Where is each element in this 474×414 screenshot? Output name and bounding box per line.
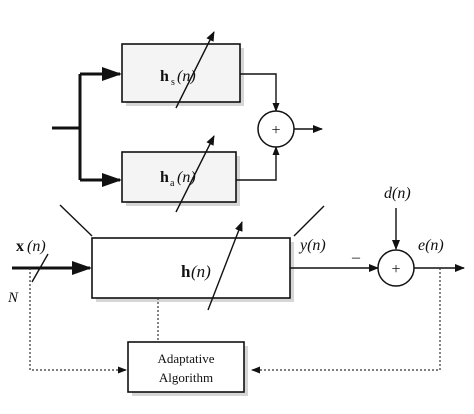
error-sum-plus: + [391,261,400,278]
h-block: h (n) [91,221,294,311]
h-block-label: h [181,262,191,281]
hs-block-arg: (n) [177,68,196,85]
y-label: y(n) [298,237,326,254]
ha-adapt-arrow [175,135,215,213]
hs-adapt-arrow [175,31,215,109]
connector-left [59,204,93,237]
input-fork [52,67,122,187]
minus-sign: – [351,249,361,266]
bus-width-label: N [7,290,19,306]
input-signal: x (n) N [7,238,127,374]
h-adapt-arrow [207,221,243,311]
x-label: x [16,238,24,255]
top-sum-plus: + [271,122,280,139]
x-arg-label: (n) [27,238,46,255]
hs-block-label: h [160,68,169,85]
hs-block: h s (n) [121,31,244,109]
ha-block-subscript: a [170,178,175,189]
ha-block-label: h [160,169,169,186]
adaptive-label-line2: Algorithm [159,370,213,385]
connector-right [293,205,325,237]
d-label: d(n) [384,185,411,202]
ha-block: h a (n) [121,135,240,213]
adaptive-label-line1: Adaptative [157,351,214,366]
top-sum-junction: + [236,73,323,181]
error-junction: y(n) – + d(n) e(n) [251,185,465,374]
e-label: e(n) [418,237,444,254]
h-block-arg: (n) [191,262,211,281]
hs-block-subscript: s [171,77,175,88]
adaptive-algorithm-block: Adaptative Algorithm [127,298,248,396]
bus-slash [31,253,49,283]
